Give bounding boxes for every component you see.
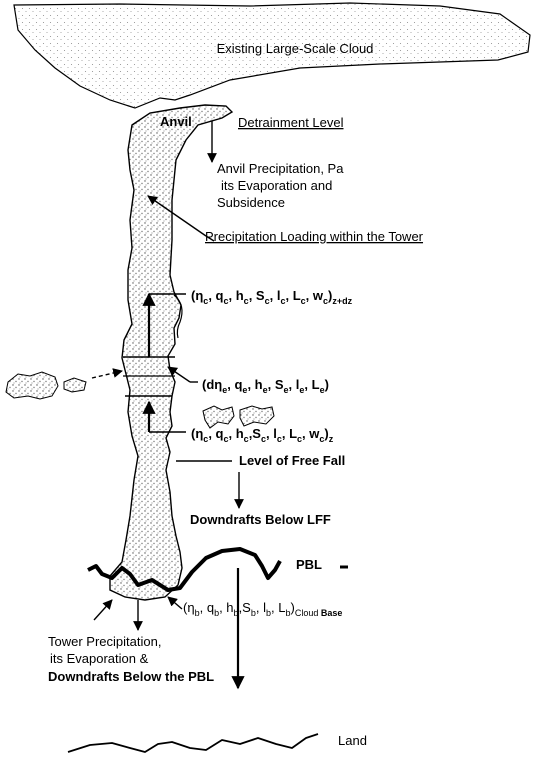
cloud-base-left-arrow: [94, 600, 112, 620]
cloud-label: Existing Large-Scale Cloud: [217, 41, 374, 56]
anvil-precip-line-3: Subsidence: [217, 195, 285, 210]
anvil-precip-line-2: its Evaporation and: [221, 178, 332, 193]
anvil-precip-line-1: Anvil Precipitation, Pa: [217, 161, 344, 176]
entrainment-left-arrow: [92, 371, 122, 378]
anvil-label: Anvil: [160, 114, 192, 129]
loading-label: Precipitation Loading within the Tower: [205, 229, 424, 244]
env-cloud-left-small: [64, 378, 86, 392]
land-label: Land: [338, 733, 367, 748]
equation-low: (ηc, qc, hc,Sc, lc, Lc, wc)z: [191, 426, 334, 444]
tower-precip-line-2: its Evaporation &: [50, 651, 149, 666]
cloud-base-right-arrow: [168, 597, 182, 609]
env-cloud-right-1: [203, 406, 234, 428]
downdrafts-lff-label: Downdrafts Below LFF: [190, 512, 331, 527]
equation-cloud-base: (ηb, qb, hb,Sb, lb, Lb)Cloud Base: [183, 600, 342, 618]
land-line: [68, 734, 318, 752]
downdrafts-pbl-label: Downdrafts Below the PBL: [48, 669, 214, 684]
tower-precip-line-1: Tower Precipitation,: [48, 634, 161, 649]
env-cloud-right-2: [240, 406, 274, 426]
env-cloud-left: [6, 372, 58, 399]
equation-top: (ηc, qc, hc, Sc, lc, Lc, wc)z+dz: [191, 288, 353, 306]
equation-mid: (dηe, qe, he, Se, le, Le): [202, 377, 329, 395]
detrainment-label: Detrainment Level: [238, 115, 344, 130]
pbl-label: PBL: [296, 557, 322, 572]
free-fall-label: Level of Free Fall: [239, 453, 345, 468]
